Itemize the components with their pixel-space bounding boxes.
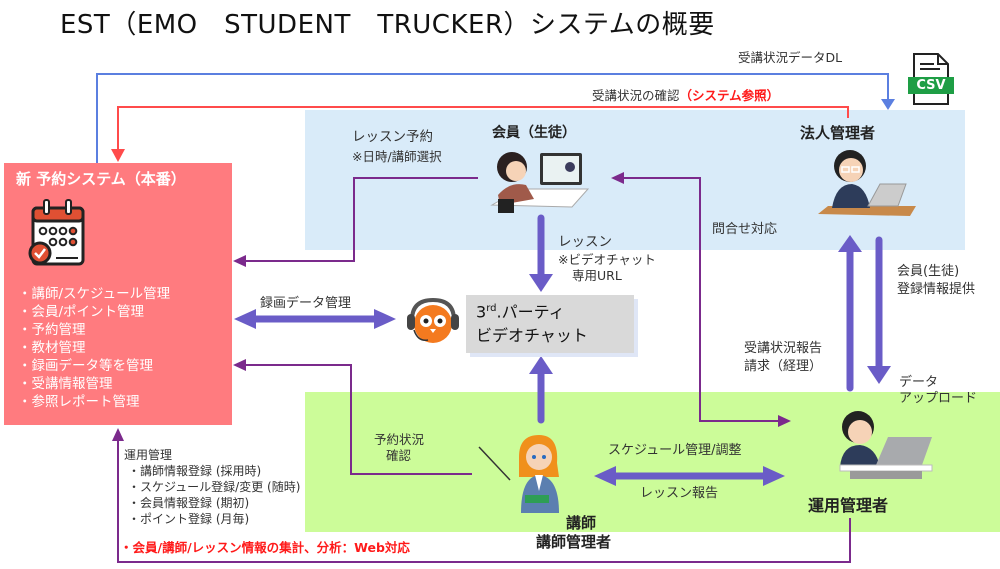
attendance-check-arrowhead xyxy=(111,149,125,162)
pointer-stick xyxy=(478,446,511,481)
feature-item: ・参照レポート管理 xyxy=(18,394,140,410)
operations-item: ・講師情報登録 (採用時) xyxy=(128,464,262,478)
feature-item: ・教材管理 xyxy=(18,340,86,356)
instructor-title: 講師 xyxy=(566,514,597,532)
page-title: EST（EMO STUDENT TRUCKER）システムの概要 xyxy=(60,10,715,40)
corporate-admin-title: 法人管理者 xyxy=(800,124,876,142)
operations-line xyxy=(117,440,851,563)
video-chat-ordinal-suffix: rd xyxy=(486,303,497,314)
lesson-label: レッスン xyxy=(558,234,612,250)
lesson-booking-line xyxy=(245,177,478,262)
lesson-note-1: ※ビデオチャット xyxy=(558,252,656,267)
video-chat-line-1: 3rd.パーティ xyxy=(476,297,634,324)
csv-file-icon: CSV xyxy=(906,52,956,106)
video-chat-party: .パーティ xyxy=(496,302,565,322)
feature-item: ・予約管理 xyxy=(18,322,86,338)
instructor-admin-title: 講師管理者 xyxy=(536,533,612,551)
feature-item: ・受講情報管理 xyxy=(18,376,113,392)
corporate-admin-illustration xyxy=(818,144,918,222)
feature-item: ・録画データ等を管理 xyxy=(18,358,153,374)
booking-status-label-1: 予約状況 xyxy=(374,432,425,447)
calendar-check-icon xyxy=(28,198,85,270)
schedule-arrowhead-left xyxy=(594,466,616,486)
booking-status-arrowhead xyxy=(233,359,246,371)
inquiry-label: 問合せ対応 xyxy=(712,222,778,237)
operations-admin-title: 運用管理者 xyxy=(808,496,889,515)
booking-status-line xyxy=(245,364,472,475)
member-title: 会員（生徒） xyxy=(492,125,576,141)
attendance-download-arrowhead xyxy=(881,99,895,110)
lesson-booking-note: ※日時/講師選択 xyxy=(352,149,442,164)
feature-item: ・会員/ポイント管理 xyxy=(18,304,145,320)
lesson-report-label: レッスン報告 xyxy=(640,486,719,501)
inquiry-line xyxy=(624,177,778,422)
inquiry-arrowhead-ops xyxy=(778,415,791,427)
data-upload-label-2: アップロード xyxy=(899,391,978,406)
owl-headset-icon xyxy=(404,297,462,348)
attendance-check-text: 受講状況の確認 xyxy=(592,88,680,103)
feature-item: ・講師/スケジュール管理 xyxy=(18,286,171,302)
web-analytics-note: ・会員/講師/レッスン情報の集計、分析：Web対応 xyxy=(120,540,410,555)
operations-title: 運用管理 xyxy=(124,448,173,462)
lesson-note-2: 専用URL xyxy=(572,268,622,283)
recording-arrowhead-left xyxy=(234,309,256,329)
inquiry-arrowhead-member xyxy=(611,172,624,184)
operations-list: 運用管理 ・講師情報登録 (採用時) ・スケジュール登録/変更 (随時) ・会員… xyxy=(124,447,300,527)
operations-admin-illustration xyxy=(836,405,936,480)
recording-mgmt-label: 録画データ管理 xyxy=(260,296,352,311)
attendance-report-label-1: 受講状況報告 xyxy=(744,341,823,356)
lesson-booking-label: レッスン予約 xyxy=(352,129,433,145)
upload-arrowhead xyxy=(867,366,891,384)
lesson-arrowhead xyxy=(529,274,553,292)
instructor-illustration xyxy=(505,433,575,518)
booking-system-title: 新 予約システム（本番） xyxy=(16,170,186,188)
lesson-booking-arrowhead xyxy=(233,255,246,267)
csv-label: CSV xyxy=(916,78,946,93)
member-info-label-1: 会員(生徒) xyxy=(897,264,960,279)
attendance-check-line xyxy=(117,106,849,150)
video-chat-ordinal: 3 xyxy=(476,302,487,322)
operations-item: ・会員情報登録 (期初) xyxy=(128,496,250,510)
report-arrowhead xyxy=(838,235,862,252)
attendance-download-label: 受講状況データDL xyxy=(738,50,843,65)
attendance-check-label: 受講状況の確認（システム参照） xyxy=(592,88,779,103)
member-info-label-2: 登録情報提供 xyxy=(897,282,976,297)
data-upload-label-1: データ xyxy=(899,375,939,390)
video-chat-box: 3rd.パーティ ビデオチャット xyxy=(466,295,634,353)
booking-system-features: ・講師/スケジュール管理 ・会員/ポイント管理 ・予約管理 ・教材管理 ・録画デ… xyxy=(18,285,170,411)
schedule-arrowhead-right xyxy=(763,466,785,486)
operations-arrowhead xyxy=(112,428,124,441)
operations-item: ・ポイント登録 (月毎) xyxy=(128,512,250,526)
system-reference-text: （システム参照） xyxy=(679,88,780,103)
booking-status-label-2: 確認 xyxy=(386,448,412,463)
attendance-report-label-2: 請求（経理） xyxy=(744,359,823,374)
member-student-illustration xyxy=(490,145,590,215)
recording-arrowhead-right xyxy=(374,309,396,329)
operations-item: ・スケジュール登録/変更 (随時) xyxy=(128,480,301,494)
instructor-video-arrowhead xyxy=(529,356,553,374)
video-chat-line-2: ビデオチャット xyxy=(476,326,588,346)
schedule-mgmt-label: スケジュール管理/調整 xyxy=(608,443,742,458)
